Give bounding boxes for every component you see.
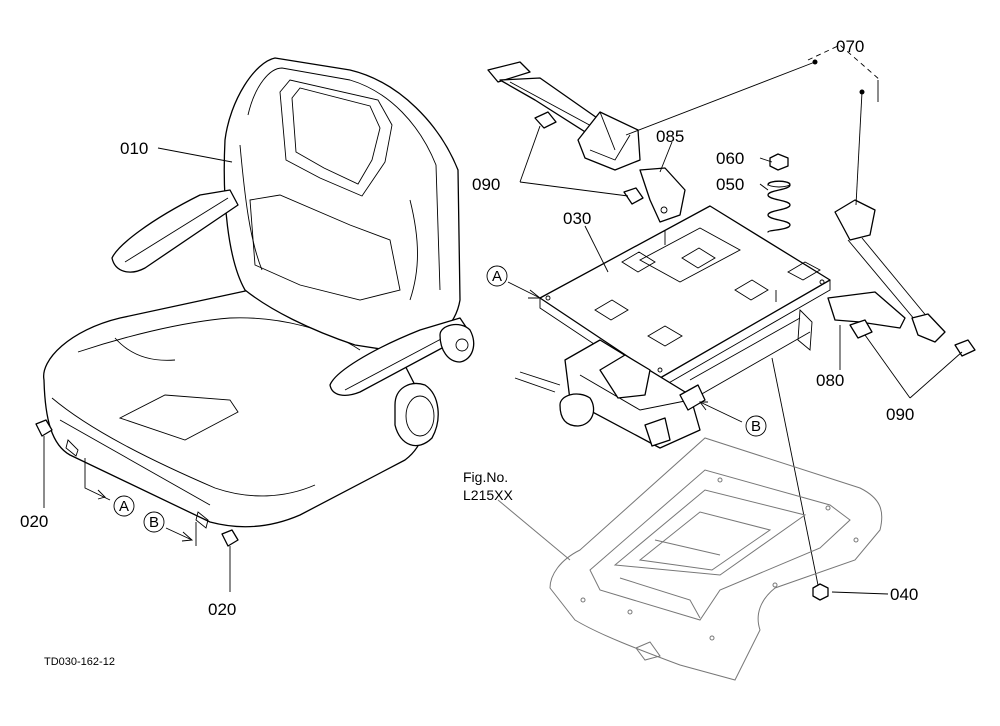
callout-b-seat: B bbox=[143, 511, 165, 533]
callout-b-frame: B bbox=[745, 415, 767, 437]
label-040: 040 bbox=[890, 585, 918, 604]
seat-assembly bbox=[35, 57, 475, 592]
callout-a-seat: A bbox=[113, 495, 135, 517]
label-010: 010 bbox=[120, 139, 148, 158]
seat-belt-assembly bbox=[487, 61, 976, 357]
label-080: 080 bbox=[816, 371, 844, 390]
spring-050 bbox=[767, 180, 791, 233]
suspension-frame-030 bbox=[514, 205, 831, 449]
svg-text:A: A bbox=[492, 268, 502, 285]
label-090-top: 090 bbox=[472, 175, 500, 194]
reference-plate bbox=[549, 437, 883, 681]
label-020-left: 020 bbox=[20, 512, 48, 531]
nut-040 bbox=[812, 583, 829, 601]
label-090-right: 090 bbox=[886, 405, 914, 424]
label-060: 060 bbox=[716, 149, 744, 168]
bolt-020-left bbox=[35, 419, 53, 508]
label-030: 030 bbox=[563, 209, 591, 228]
nut-060 bbox=[769, 153, 789, 171]
figure-ref-line2: L215XX bbox=[463, 487, 513, 503]
bolt-020-bottom bbox=[221, 529, 239, 592]
part-labels: 010 020 020 030 040 050 060 070 080 085 … bbox=[20, 37, 918, 619]
figure-ref-line1: Fig.No. bbox=[463, 469, 508, 485]
label-070: 070 bbox=[836, 37, 864, 56]
label-020-bottom: 020 bbox=[208, 600, 236, 619]
label-085: 085 bbox=[656, 127, 684, 146]
svg-text:B: B bbox=[751, 418, 761, 435]
drawing-code: TD030-162-12 bbox=[44, 656, 115, 668]
svg-text:A: A bbox=[119, 498, 129, 515]
svg-text:B: B bbox=[149, 514, 159, 531]
callout-a-frame: A bbox=[486, 265, 508, 287]
label-050: 050 bbox=[716, 175, 744, 194]
